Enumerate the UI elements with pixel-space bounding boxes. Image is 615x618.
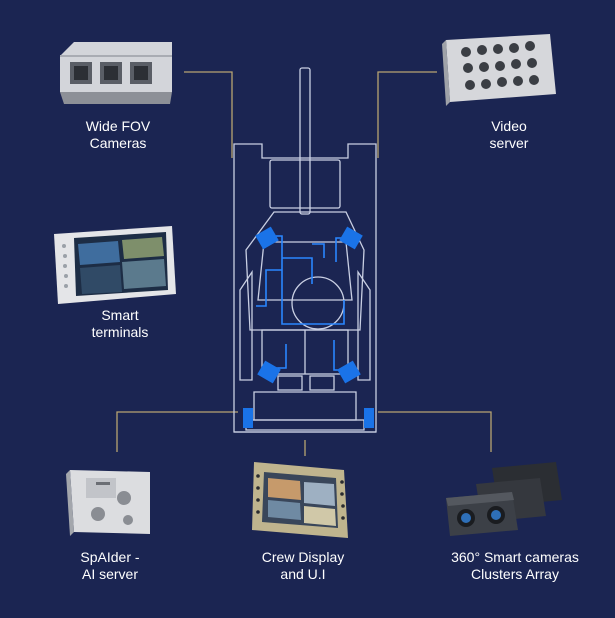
camera-marker-front-right: [339, 226, 363, 250]
camera-markers: [243, 226, 374, 428]
display-monitor-icon: [252, 462, 348, 538]
connector-video-server: [377, 71, 437, 158]
camera-marker-rear-right: [337, 360, 361, 384]
connector-smart-cameras: [378, 411, 492, 452]
camera-marker-back-right: [364, 408, 374, 428]
camera-marker-back-left: [243, 408, 253, 428]
camera-marker-rear-left: [257, 360, 281, 384]
camera-module-icon: [60, 42, 172, 104]
wiring: [256, 235, 350, 371]
label-crew-display: Crew Display and U.I: [261, 549, 345, 582]
connector-lines: [116, 71, 492, 456]
server-box-icon: [442, 34, 556, 106]
label-smart-cameras: 360° Smart cameras Clusters Array: [451, 549, 579, 582]
connector-spaider: [116, 411, 238, 452]
tablet-icon: [54, 226, 176, 304]
camera-marker-front-left: [255, 226, 279, 250]
camera-cluster-icon: [446, 462, 562, 536]
label-wide-fov-cameras: Wide FOV Cameras: [85, 118, 151, 151]
connector-wide-fov: [184, 71, 233, 158]
ai-server-icon: [66, 470, 150, 536]
label-spaider-ai-server: SpAIder - AI server: [80, 549, 140, 582]
label-video-server: Video server: [489, 118, 529, 151]
label-smart-terminals: Smart terminals: [91, 307, 149, 340]
